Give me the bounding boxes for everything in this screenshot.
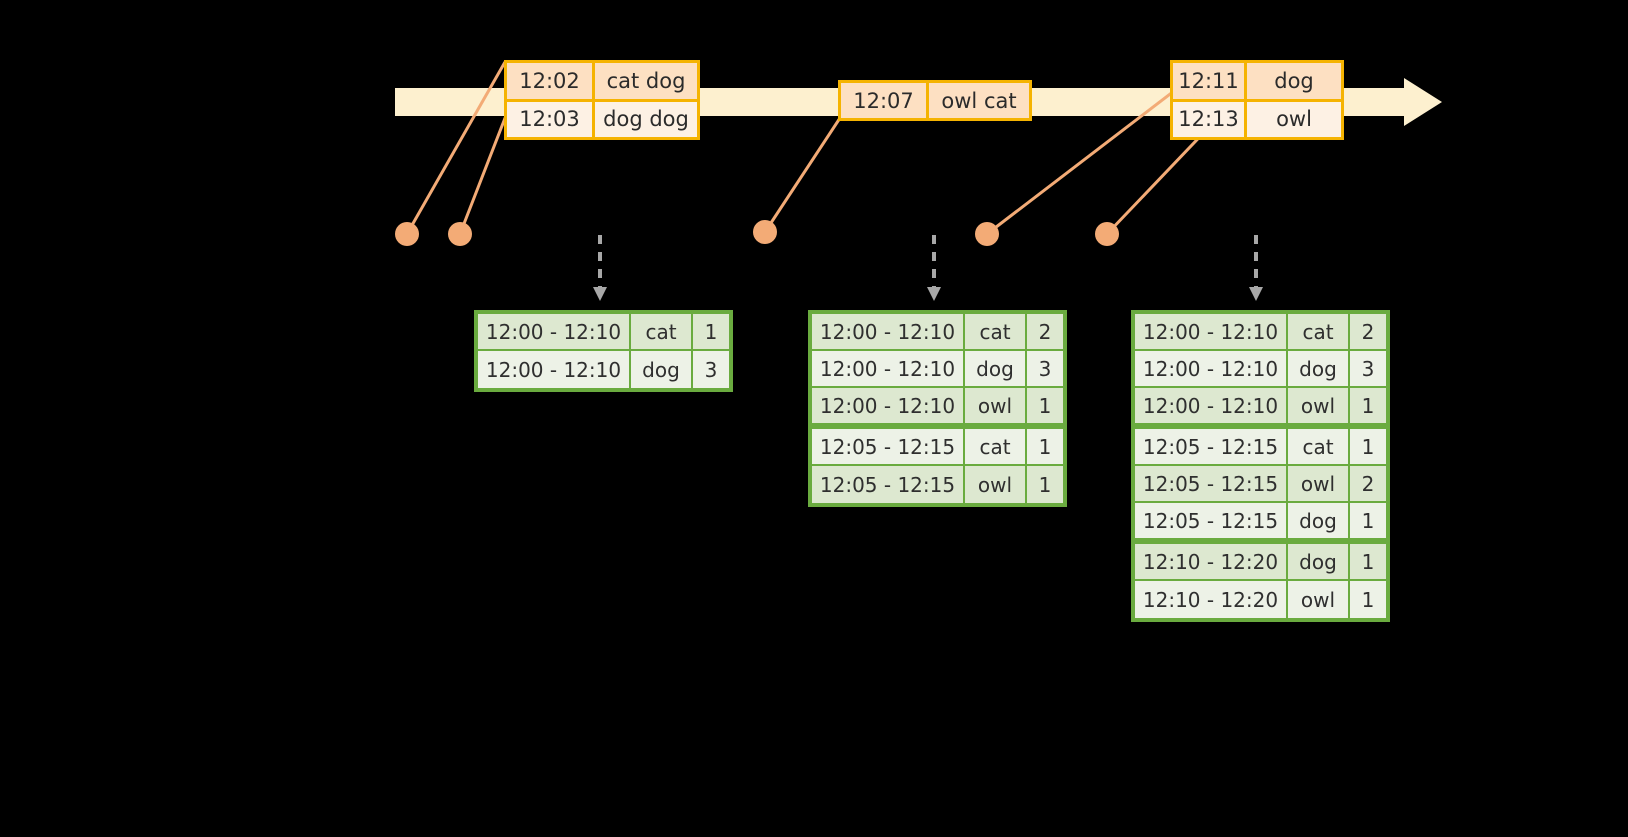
key-cell: cat <box>1288 314 1350 351</box>
window-cell: 12:00 - 12:10 <box>1135 351 1288 388</box>
event-words: cat dog <box>595 63 697 99</box>
event-row: 12:07 owl cat <box>841 83 1029 118</box>
event-row: 12:03 dog dog <box>507 98 697 137</box>
count-cell: 3 <box>693 351 729 388</box>
window-cell: 12:10 - 12:20 <box>1135 581 1288 618</box>
window-cell: 12:10 - 12:20 <box>1135 544 1288 581</box>
count-cell: 1 <box>1350 544 1386 581</box>
event-row: 12:11 dog <box>1173 63 1341 99</box>
key-cell: dog <box>1288 503 1350 540</box>
count-cell: 1 <box>1027 429 1063 466</box>
event-words: owl <box>1247 101 1341 137</box>
key-cell: owl <box>1288 388 1350 425</box>
trigger-dot-5 <box>1095 222 1119 246</box>
key-cell: cat <box>965 314 1027 351</box>
connector-line-3 <box>763 117 842 233</box>
window-cell: 12:00 - 12:10 <box>1135 314 1288 351</box>
event-box-1: 12:02 cat dog 12:03 dog dog <box>504 60 700 140</box>
event-row: 12:13 owl <box>1173 98 1341 137</box>
window-cell: 12:05 - 12:15 <box>1135 429 1288 466</box>
window-cell: 12:05 - 12:15 <box>1135 466 1288 503</box>
window-cell: 12:00 - 12:10 <box>812 388 965 425</box>
window-cell: 12:00 - 12:10 <box>812 314 965 351</box>
key-cell: cat <box>631 314 693 351</box>
event-words: dog dog <box>595 101 697 137</box>
event-words: dog <box>1247 63 1341 99</box>
trigger-dot-3 <box>753 220 777 244</box>
window-cell: 12:05 - 12:15 <box>812 429 965 466</box>
key-cell: owl <box>1288 466 1350 503</box>
key-cell: owl <box>1288 581 1350 618</box>
count-cell: 1 <box>1350 581 1386 618</box>
trigger-dot-1 <box>395 222 419 246</box>
key-cell: dog <box>631 351 693 388</box>
event-time: 12:03 <box>507 101 595 137</box>
event-box-3: 12:11 dog 12:13 owl <box>1170 60 1344 140</box>
trigger-dot-4 <box>975 222 999 246</box>
count-cell: 1 <box>1350 429 1386 466</box>
count-cell: 1 <box>1027 388 1063 425</box>
trigger-dot-2 <box>448 222 472 246</box>
key-cell: dog <box>965 351 1027 388</box>
key-cell: cat <box>965 429 1027 466</box>
count-cell: 1 <box>1027 466 1063 503</box>
window-cell: 12:00 - 12:10 <box>478 351 631 388</box>
count-cell: 2 <box>1027 314 1063 351</box>
key-cell: dog <box>1288 544 1350 581</box>
key-cell: dog <box>1288 351 1350 388</box>
event-time: 12:02 <box>507 63 595 99</box>
event-time: 12:11 <box>1173 63 1247 99</box>
count-cell: 1 <box>1350 503 1386 540</box>
event-time: 12:07 <box>841 83 929 118</box>
event-time: 12:13 <box>1173 101 1247 137</box>
connector-line-2 <box>458 112 509 235</box>
count-cell: 2 <box>1350 314 1386 351</box>
window-cell: 12:00 - 12:10 <box>478 314 631 351</box>
connector-line-5 <box>1105 122 1214 236</box>
key-cell: owl <box>965 388 1027 425</box>
count-cell: 3 <box>1350 351 1386 388</box>
count-cell: 1 <box>1350 388 1386 425</box>
window-cell: 12:00 - 12:10 <box>1135 388 1288 425</box>
window-cell: 12:05 - 12:15 <box>1135 503 1288 540</box>
key-cell: cat <box>1288 429 1350 466</box>
key-cell: owl <box>965 466 1027 503</box>
event-box-2: 12:07 owl cat <box>838 80 1032 121</box>
timeline-arrow-head-icon <box>1404 78 1442 126</box>
count-cell: 1 <box>693 314 729 351</box>
window-cell: 12:05 - 12:15 <box>812 466 965 503</box>
event-words: owl cat <box>929 83 1029 118</box>
count-cell: 3 <box>1027 351 1063 388</box>
window-cell: 12:00 - 12:10 <box>812 351 965 388</box>
count-cell: 2 <box>1350 466 1386 503</box>
event-row: 12:02 cat dog <box>507 63 697 99</box>
